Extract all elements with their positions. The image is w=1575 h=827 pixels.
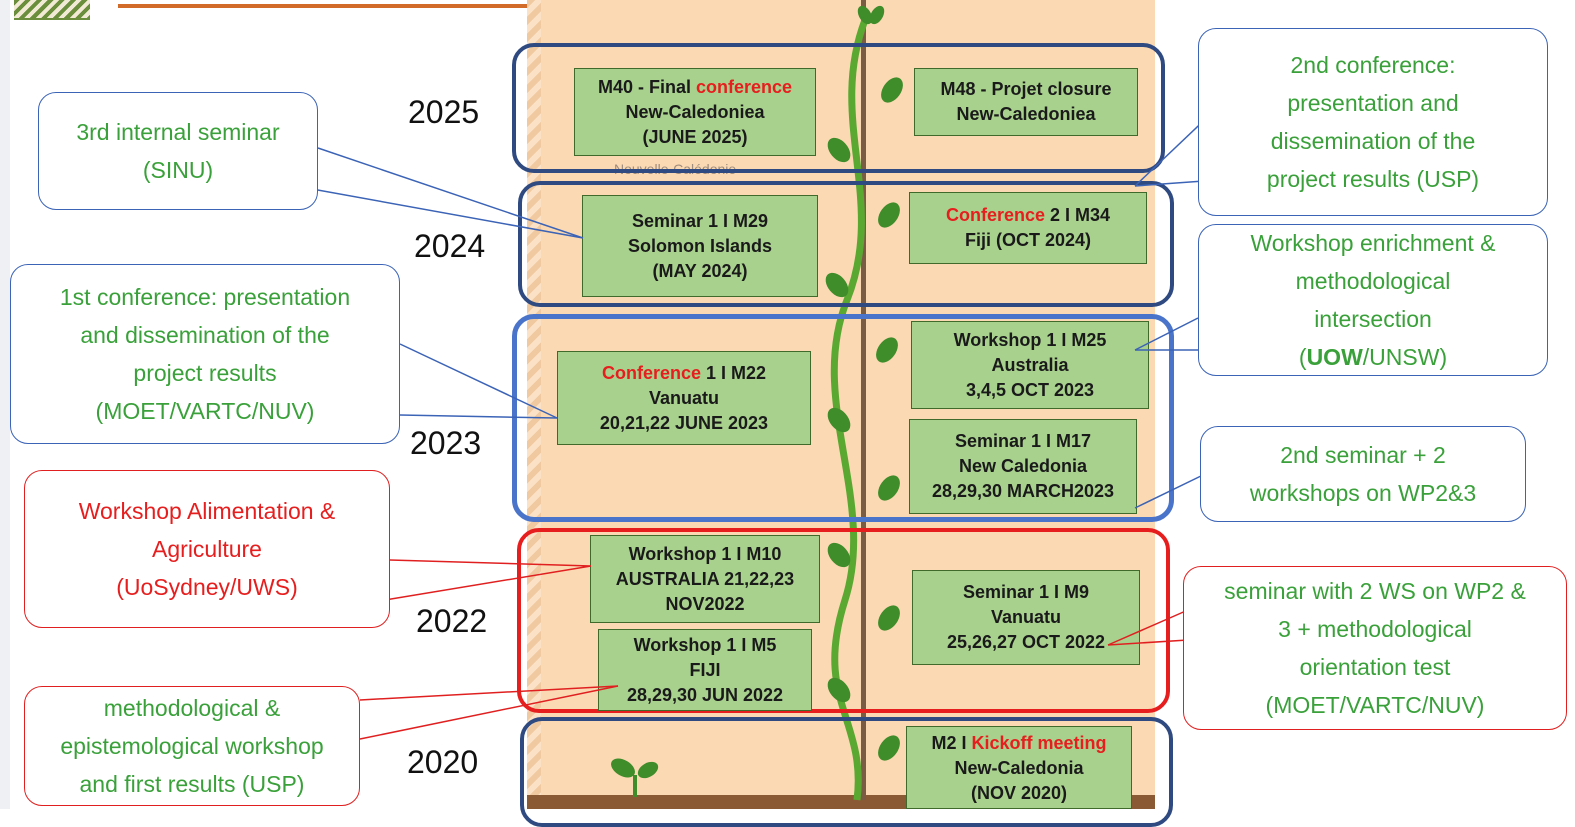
event-m17-seminar: Seminar 1 I M17 New Caledonia 28,29,30 M… bbox=[909, 419, 1137, 514]
frame-2023 bbox=[512, 314, 1174, 522]
vine-stem bbox=[861, 0, 866, 800]
callout-2nd-conference: 2nd conference: presentation and dissemi… bbox=[1198, 28, 1548, 216]
event-m9-seminar: Seminar 1 I M9 Vanuatu 25,26,27 OCT 2022 bbox=[912, 570, 1140, 665]
event-m34-conference: Conference 2 I M34 Fiji (OCT 2024) bbox=[909, 192, 1147, 264]
year-label: 2023 bbox=[410, 425, 482, 461]
event-m40-final-conference: M40 - Final conference New-Caledoniea (J… bbox=[574, 68, 816, 156]
year-label: 2024 bbox=[414, 228, 486, 264]
title-rule bbox=[118, 4, 550, 8]
left-edge-shade bbox=[0, 0, 10, 809]
callout-1st-conference: 1st conference: presentation and dissemi… bbox=[10, 264, 400, 444]
event-m48-project-closure: M48 - Projet closure New-Caledoniea bbox=[914, 68, 1138, 136]
frame-2025 bbox=[512, 43, 1165, 173]
seedling-icon bbox=[611, 758, 659, 797]
callout-2nd-seminar: 2nd seminar + 2 workshops on WP2&3 bbox=[1200, 426, 1526, 522]
event-m10-workshop: Workshop 1 I M10 AUSTRALIA 21,22,23 NOV2… bbox=[590, 535, 820, 623]
event-m5-workshop: Workshop 1 I M5 FIJI 28,29,30 JUN 2022 bbox=[598, 629, 812, 711]
vine-graphic bbox=[611, 5, 903, 801]
event-m2-kickoff: M2 I Kickoff meeting New-Caledonia (NOV … bbox=[906, 726, 1132, 809]
callout-workshop-alimentation: Workshop Alimentation & Agriculture (UoS… bbox=[24, 470, 390, 628]
year-label: 2020 bbox=[407, 744, 479, 780]
event-m22-conference: Conference 1 I M22 Vanuatu 20,21,22 JUNE… bbox=[557, 351, 811, 445]
frame-2024 bbox=[518, 181, 1174, 307]
logo-icon bbox=[14, 0, 90, 20]
callout-seminar-with-ws: seminar with 2 WS on WP2 & 3 + methodolo… bbox=[1183, 566, 1567, 730]
leaf-icon bbox=[825, 5, 903, 761]
frame-2022 bbox=[517, 528, 1170, 713]
year-label: 2022 bbox=[416, 603, 488, 639]
event-m25-workshop: Workshop 1 I M25 Australia 3,4,5 OCT 202… bbox=[911, 321, 1149, 409]
year-label: 2025 bbox=[408, 94, 480, 130]
event-m29-seminar: Seminar 1 I M29 Solomon Islands (MAY 202… bbox=[582, 195, 818, 297]
callout-3rd-internal-seminar: 3rd internal seminar (SINU) bbox=[38, 92, 318, 210]
callout-epistemological-workshop: methodological & epistemological worksho… bbox=[24, 686, 360, 806]
callout-workshop-enrichment: Workshop enrichment & methodological int… bbox=[1198, 224, 1548, 376]
